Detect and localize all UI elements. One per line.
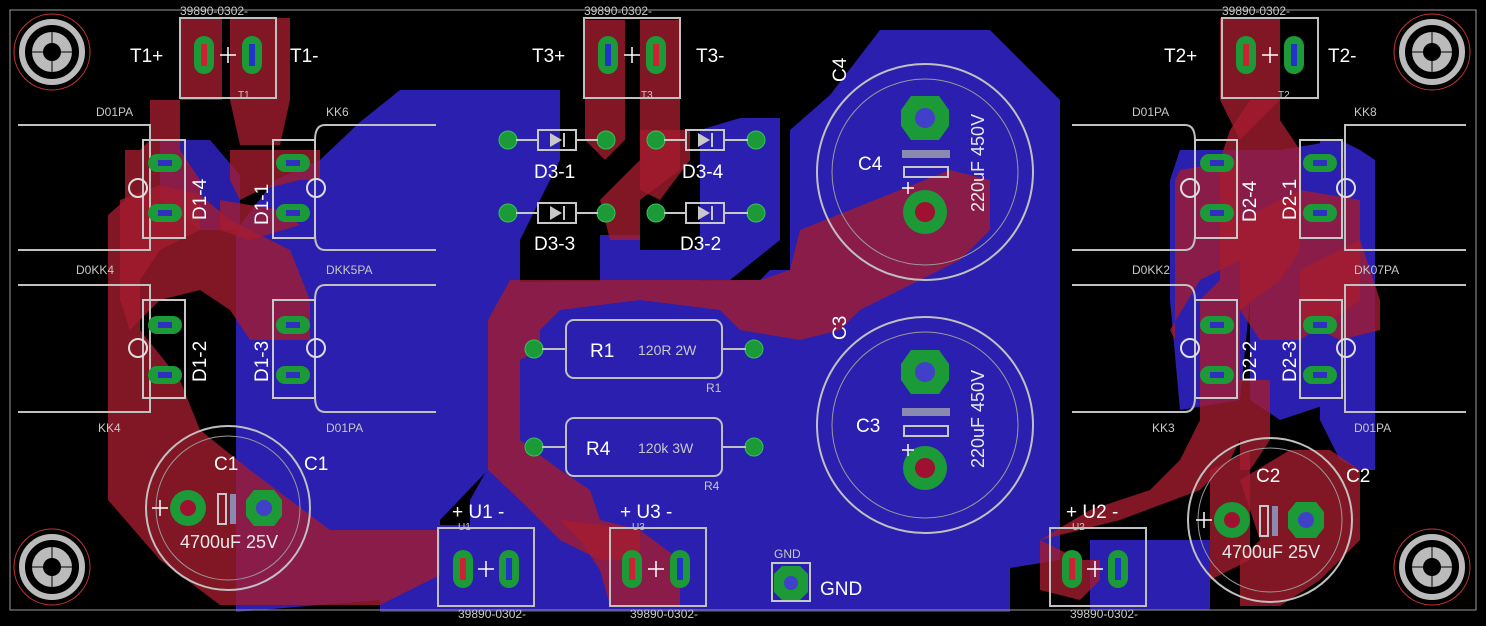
u2-label: + U2 - <box>1066 502 1118 523</box>
c4-side-label: C4 <box>830 57 851 82</box>
oval-pads <box>148 36 1337 588</box>
capacitor-c1 <box>145 425 311 591</box>
connector-outlines <box>179 17 1319 607</box>
connector-pad <box>1284 36 1304 74</box>
c2-value: 4700uF 25V <box>1222 542 1320 562</box>
r4-ref: R4 <box>704 479 720 493</box>
d3-1-label: D3-1 <box>534 162 575 183</box>
mounting-holes <box>13 13 1471 606</box>
connector-pad <box>646 36 666 74</box>
r4-value: 120k 3W <box>638 440 694 456</box>
r4-name: R4 <box>586 439 611 460</box>
c3-side-label: C3 <box>830 316 851 340</box>
c4-value: 220uF 450V <box>968 114 988 212</box>
r1-value: 120R 2W <box>638 342 697 358</box>
d1-2-label: D1-2 <box>190 341 211 382</box>
mounting-hole-icon <box>1393 13 1471 91</box>
d01pa-label: D01PA <box>326 421 363 435</box>
r1-ref: R1 <box>706 381 722 395</box>
c4-label: C4 <box>858 154 883 175</box>
connector-pad <box>1108 550 1128 588</box>
kk4-label: KK4 <box>98 421 121 435</box>
kk3-label: KK3 <box>1152 421 1175 435</box>
d3-2-label: D3-2 <box>680 234 721 255</box>
t1-ref: T1 <box>238 90 250 101</box>
d2-1-label: D2-1 <box>1280 179 1301 220</box>
t1-minus-label: T1- <box>290 46 319 67</box>
connector-pad <box>622 550 642 588</box>
c3-value: 220uF 450V <box>968 370 988 468</box>
gnd-label: GND <box>820 579 862 600</box>
connector-pad <box>598 36 618 74</box>
r1-name: R1 <box>590 341 614 362</box>
gnd-top-label: GND <box>774 547 801 561</box>
capacitor-c2 <box>1187 437 1353 603</box>
t2-part-number: 39890-0302- <box>1222 4 1290 18</box>
t2-ref: T2 <box>1278 90 1290 101</box>
t1-part-number: 39890-0302- <box>180 4 248 18</box>
t2-minus-label: T2- <box>1328 46 1357 67</box>
d2-3-label: D2-3 <box>1280 341 1301 382</box>
t2-plus-label: T2+ <box>1164 46 1197 67</box>
resistor-bodies <box>542 319 746 477</box>
t1-plus-label: T1+ <box>130 46 163 67</box>
kk-overlap-right-label: D0KK2 <box>1132 263 1170 277</box>
silkscreen-labels: 39890-0302- 39890-0302- 39890-0302- 3989… <box>76 4 1399 621</box>
t3-ref: T3 <box>641 90 653 101</box>
connector-pad <box>242 36 262 74</box>
c1-side-label: C1 <box>304 454 328 475</box>
t3-plus-label: T3+ <box>532 46 565 67</box>
d2-2-label: D2-2 <box>1240 341 1261 382</box>
d3-4-label: D3-4 <box>682 162 724 183</box>
kk-overlap-left-label: D0KK4 <box>76 263 114 277</box>
crosshair-markers <box>152 47 1278 577</box>
u3-part-number: 39890-0302- <box>630 607 698 621</box>
d1-4-label: D1-4 <box>190 178 211 220</box>
connector-pad <box>1062 550 1082 588</box>
c1-value: 4700uF 25V <box>180 532 278 552</box>
gnd-pad <box>771 562 811 602</box>
d01pa-label: D01PA <box>1354 421 1391 435</box>
t3-part-number: 39890-0302- <box>584 4 652 18</box>
connector-pad <box>194 36 214 74</box>
mounting-hole-icon <box>13 528 91 606</box>
d2-4-label: D2-4 <box>1240 180 1261 222</box>
d01pa-label: D01PA <box>96 105 133 119</box>
c2-side-label: C2 <box>1346 466 1370 487</box>
c1-label: C1 <box>214 454 238 475</box>
u2-ref: U2 <box>1072 522 1085 533</box>
d3-3-label: D3-3 <box>534 234 575 255</box>
u1-part-number: 39890-0302- <box>458 607 526 621</box>
c3-label: C3 <box>856 416 880 437</box>
mounting-hole-icon <box>13 13 91 91</box>
kk-overlap-left2-label: DKK5PA <box>326 263 372 277</box>
u3-label: + U3 - <box>620 502 672 523</box>
connector-pad <box>670 550 690 588</box>
capacitor-c4 <box>816 63 1034 281</box>
board-outline <box>9 9 1477 611</box>
d3-diode-symbols <box>550 133 713 220</box>
connector-pad <box>499 550 519 588</box>
u3-ref: U3 <box>632 522 645 533</box>
u1-label: + U1 - <box>452 502 504 523</box>
d1-1-label: D1-1 <box>252 184 273 225</box>
c2-label: C2 <box>1256 466 1280 487</box>
diode-bodies <box>142 139 1343 399</box>
heatsink-screw-markers <box>128 178 1356 358</box>
mounting-hole-icon <box>1393 528 1471 606</box>
kk8-label: KK8 <box>1354 105 1377 119</box>
kk6-label: KK6 <box>326 105 349 119</box>
d3-bodies <box>516 129 748 224</box>
t3-minus-label: T3- <box>696 46 725 67</box>
connector-pad <box>1236 36 1256 74</box>
d1-3-label: D1-3 <box>252 341 273 382</box>
capacitor-c3 <box>816 316 1034 534</box>
u1-ref: U1 <box>458 522 471 533</box>
d01pa-label: D01PA <box>1132 105 1169 119</box>
connector-pad <box>453 550 473 588</box>
kk-overlap-right2-label: DK07PA <box>1354 263 1399 277</box>
u2-part-number: 39890-0302- <box>1070 607 1138 621</box>
